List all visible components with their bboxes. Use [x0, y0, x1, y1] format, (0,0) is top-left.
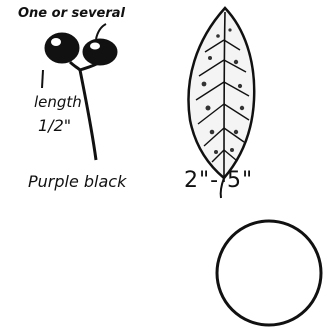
length-caption: length — [34, 93, 82, 111]
round-outline — [217, 221, 321, 325]
leaf-size-range: 2"- 5" — [184, 168, 253, 193]
berry-left — [45, 33, 79, 63]
length-value: 1/2" — [38, 116, 71, 135]
berry-right — [83, 39, 117, 65]
color-caption: Purple black — [28, 172, 126, 191]
top-caption: One or several — [18, 6, 125, 21]
length-marker — [42, 70, 43, 88]
berry-cluster-illustration — [42, 24, 117, 160]
stem-left — [70, 62, 80, 70]
stem — [80, 70, 96, 160]
